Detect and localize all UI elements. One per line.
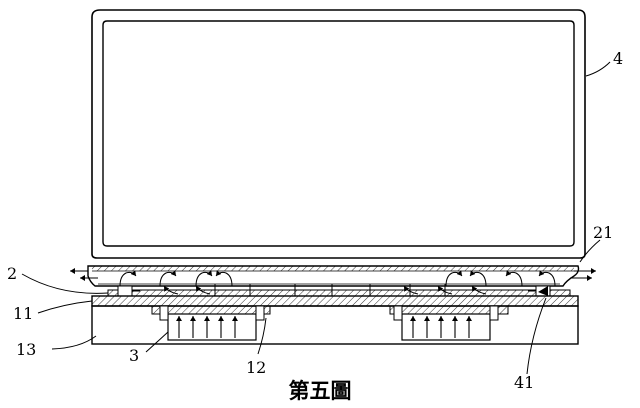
rising-airflow-arrow-icon xyxy=(403,285,419,295)
rising-airflow-arrow-icon xyxy=(437,285,453,295)
display-lid xyxy=(91,9,586,259)
curved-airflow-arrow-icon xyxy=(505,270,523,287)
label-11: 11 xyxy=(13,304,33,323)
label-3: 3 xyxy=(129,346,139,365)
label-12: 12 xyxy=(246,358,266,377)
curved-airflow-arrow-icon xyxy=(445,270,463,287)
base-plate xyxy=(91,295,579,307)
curved-airflow-arrow-icon xyxy=(538,270,556,287)
leader-lines xyxy=(21,61,611,375)
rising-airflow-arrow-icon xyxy=(195,285,211,295)
fan-module-left xyxy=(151,305,271,341)
curved-airflow-arrow-icon xyxy=(469,270,487,287)
label-41: 41 xyxy=(514,373,534,392)
base-body xyxy=(91,305,579,345)
rising-airflow-arrow-icon xyxy=(471,285,487,295)
curved-airflow-arrows xyxy=(119,270,556,295)
fan-module-right xyxy=(389,305,509,341)
exhaust-arrows-right xyxy=(570,268,596,281)
seal-wedge-41 xyxy=(538,286,548,296)
stand-top-shell xyxy=(87,265,580,287)
figure-caption: 第五圖 xyxy=(289,378,352,403)
fan-airflow-arrows xyxy=(176,316,472,338)
curved-airflow-arrow-icon xyxy=(215,270,233,287)
label-13: 13 xyxy=(16,340,36,359)
inner-plate xyxy=(107,285,571,297)
rising-airflow-arrow-icon xyxy=(163,285,179,295)
label-4: 4 xyxy=(613,49,623,68)
curved-airflow-arrow-icon xyxy=(119,270,137,287)
exhaust-arrows-left xyxy=(70,268,98,281)
curved-airflow-arrow-icon xyxy=(195,270,213,287)
label-2: 2 xyxy=(7,264,17,283)
curved-airflow-arrow-icon xyxy=(159,270,177,287)
plate-ticks xyxy=(214,284,446,296)
label-21: 21 xyxy=(593,223,613,242)
